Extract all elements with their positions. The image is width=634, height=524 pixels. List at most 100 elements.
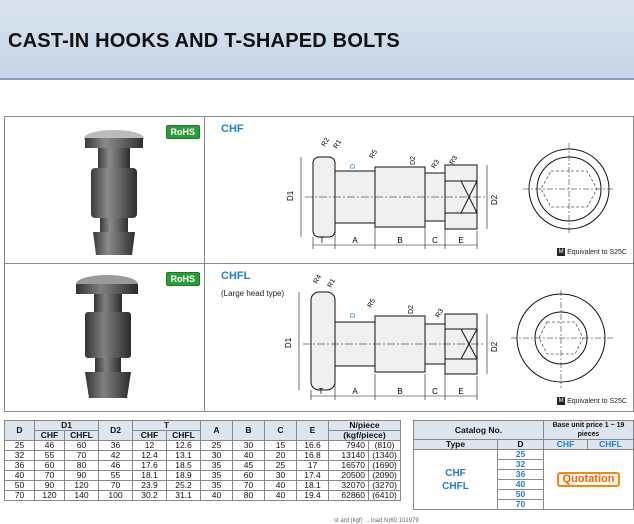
- cell-d2: 55: [98, 470, 133, 481]
- cell-t-chf: 12: [132, 440, 167, 451]
- dim-d2: D2: [490, 194, 499, 205]
- type-chf: CHF: [445, 467, 466, 479]
- dim-a: A: [352, 387, 358, 396]
- dim-e: E: [458, 236, 463, 245]
- cell-b: 60: [232, 470, 265, 481]
- dim-r3: R3: [431, 159, 442, 170]
- material-note-chfl: M Equivalent to S25C: [557, 397, 627, 405]
- technical-drawing-chf: T A B C E D1 D2 D R2 R1 R5 D2 R3 R3: [286, 137, 499, 249]
- panel-chf: RoHS CHF: [5, 117, 633, 264]
- dim-d: D: [350, 313, 357, 318]
- dim-a: A: [352, 236, 358, 245]
- catalog-d[interactable]: 32: [497, 459, 544, 470]
- cell-t-chf: 23.9: [132, 480, 167, 491]
- dim-r2: R2: [321, 137, 332, 148]
- catalog-d[interactable]: 36: [497, 469, 544, 480]
- cell-kgf: (6410): [368, 490, 401, 501]
- col-t-chfl: CHFL: [166, 430, 201, 441]
- dim-r3: R3: [435, 308, 446, 319]
- cell-n: 62860: [328, 490, 369, 501]
- cell-c: 40: [264, 490, 297, 501]
- cell-b: 70: [232, 480, 265, 491]
- cell-d: 36: [4, 460, 35, 471]
- col-c: C: [264, 420, 297, 441]
- catalog-d[interactable]: 40: [497, 479, 544, 490]
- cell-d2: 70: [98, 480, 133, 491]
- cell-d: 50: [4, 480, 35, 491]
- cell-n: 20500: [328, 470, 369, 481]
- cell-n: 7940: [328, 440, 369, 451]
- dim-r1: R1: [327, 278, 338, 289]
- cell-c: 25: [264, 460, 297, 471]
- cell-e: 17.4: [296, 470, 329, 481]
- cell-d2: 42: [98, 450, 133, 461]
- price-col-chf: CHF: [543, 439, 588, 450]
- type-chfl: CHFL: [442, 480, 469, 492]
- dim-d2-top: D2: [410, 156, 417, 165]
- col-n-piece: N/piece: [328, 420, 401, 431]
- cell-d2: 100: [98, 490, 133, 501]
- cell-a: 25: [200, 440, 233, 451]
- price-col-chfl: CHFL: [587, 439, 634, 450]
- dim-c: C: [432, 236, 438, 245]
- bolt-photo-large-icon: [76, 275, 138, 398]
- catalog-d[interactable]: 50: [497, 489, 544, 500]
- cell-d1-chf: 70: [34, 470, 65, 481]
- dim-b: B: [397, 236, 402, 245]
- cell-kgf: (1340): [368, 450, 401, 461]
- cell-t-chfl: 18.5: [166, 460, 201, 471]
- cell-t-chf: 17.6: [132, 460, 167, 471]
- rohs-badge: RoHS: [165, 272, 200, 286]
- col-b: B: [232, 420, 265, 441]
- dim-e: E: [458, 387, 463, 396]
- dim-d2-top: D2: [408, 305, 415, 314]
- page-title: CAST-IN HOOKS AND T-SHAPED BOLTS: [8, 30, 400, 52]
- rohs-badge: RoHS: [165, 125, 200, 139]
- cell-a: 35: [200, 470, 233, 481]
- cell-b: 40: [232, 450, 265, 461]
- cell-c: 20: [264, 450, 297, 461]
- dim-d1: D1: [284, 337, 293, 348]
- dim-r4: R4: [313, 274, 324, 285]
- cell-e: 17: [296, 460, 329, 471]
- col-d: D: [4, 420, 35, 441]
- cell-t-chfl: 31.1: [166, 490, 201, 501]
- cell-d: 25: [4, 440, 35, 451]
- catalog-header: Catalog No.: [413, 420, 544, 440]
- catalog-d[interactable]: 70: [497, 499, 544, 510]
- cell-d1-chf: 90: [34, 480, 65, 491]
- material-mark-icon: M: [557, 248, 566, 256]
- cell-n: 16570: [328, 460, 369, 471]
- quotation-button[interactable]: Quotation: [556, 472, 621, 487]
- material-mark-icon: M: [557, 397, 566, 405]
- bolt-photo-icon: [84, 130, 144, 255]
- cell-t-chf: 18.1: [132, 470, 167, 481]
- cell-t-chfl: 13.1: [166, 450, 201, 461]
- type-label-chf: CHF: [221, 123, 244, 135]
- cell-d1-chf: 55: [34, 450, 65, 461]
- cell-d: 32: [4, 450, 35, 461]
- col-d1-chf: CHF: [34, 430, 65, 441]
- dim-r3-b: R3: [449, 155, 460, 166]
- col-t-chf: CHF: [132, 430, 167, 441]
- cell-d1-chfl: 140: [64, 490, 99, 501]
- cell-d1-chf: 46: [34, 440, 65, 451]
- technical-drawing-chfl: T A B C E D1 D2 D R4 R1 R5 D2 R3: [284, 274, 499, 400]
- cell-n: 32070: [328, 480, 369, 491]
- header-band: CAST-IN HOOKS AND T-SHAPED BOLTS: [0, 0, 634, 80]
- cell-a: 35: [200, 460, 233, 471]
- cell-d1-chfl: 60: [64, 440, 99, 451]
- catalog-d[interactable]: 25: [497, 449, 544, 460]
- cell-kgf: (1690): [368, 460, 401, 471]
- col-a: A: [200, 420, 233, 441]
- cell-a: 40: [200, 490, 233, 501]
- cell-e: 18.1: [296, 480, 329, 491]
- dim-c: C: [432, 387, 438, 396]
- dim-d2: D2: [490, 341, 499, 352]
- cell-kgf: (810): [368, 440, 401, 451]
- type-label-chfl: CHFL: [221, 270, 251, 282]
